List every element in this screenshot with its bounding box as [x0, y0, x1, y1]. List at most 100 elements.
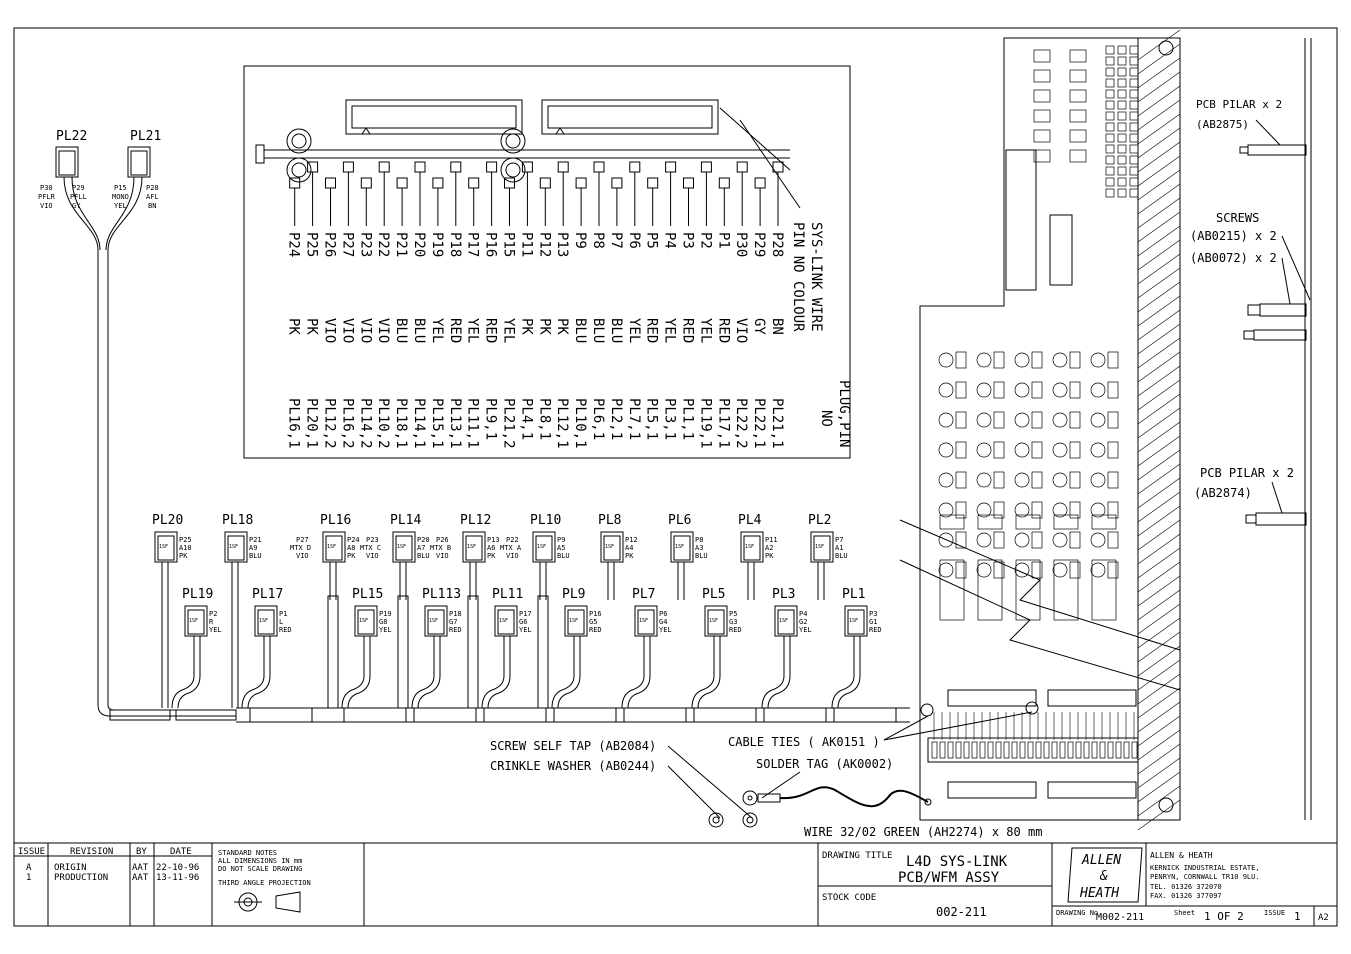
table-row-pin: P21	[393, 232, 409, 257]
table-row-col: PK	[518, 318, 534, 335]
plug-label: P3	[869, 610, 877, 618]
table-row-pin: P5	[644, 232, 660, 249]
table-row-pin: P16	[483, 232, 499, 257]
plug-code: 1SF	[429, 618, 438, 624]
plug-name: PL15	[352, 587, 383, 602]
plug-label: A7	[417, 544, 425, 552]
table-row-col: VIO	[339, 318, 355, 343]
plug-name: PL7	[632, 587, 655, 602]
plug-name: PL5	[702, 587, 725, 602]
screws-icon	[1243, 303, 1307, 341]
table-row-plug: PL18,1	[393, 398, 409, 449]
plug-label: A10	[179, 544, 192, 552]
drawing-no: M002-211	[1096, 912, 1144, 923]
plug-name: PL4	[738, 513, 762, 528]
plug-label: G6	[519, 618, 527, 626]
plug-name: PL113	[422, 587, 461, 602]
wire-table-panel: SYS-LINK WIRE PIN NO COLOUR PLUG,PIN NO …	[243, 65, 852, 459]
plug-code: 1SF	[189, 618, 198, 624]
table-row-pin: P27	[339, 232, 355, 257]
table-row-pin: P29	[751, 232, 767, 257]
table-row-pin: P17	[465, 232, 481, 257]
pcb-pilar-1-label: PCB PILAR x 2	[1196, 98, 1282, 111]
table-row-col: RED	[644, 318, 660, 343]
table-row-col: RED	[715, 318, 731, 343]
standard-note-2: DO NOT SCALE DRAWING	[218, 865, 302, 873]
issue-header: ISSUE	[18, 847, 45, 857]
table-row-pin: P20	[411, 232, 427, 257]
table-row-plug: PL5,1	[644, 398, 660, 440]
plug-label: P9	[557, 536, 565, 544]
table-row-plug: PL16,2	[339, 398, 355, 449]
plug-mtx-label: MTX B	[430, 544, 451, 552]
table-row-pin: P19	[429, 232, 445, 257]
plug-label: P16	[589, 610, 602, 618]
plug-label: A1	[835, 544, 843, 552]
plug-label: YEL	[209, 626, 222, 634]
solder-tag-icon	[742, 786, 932, 808]
plug-label: A5	[557, 544, 565, 552]
table-row-plug: PL22,1	[751, 398, 767, 449]
plug-label: P5	[729, 610, 737, 618]
plug-label: P4	[799, 610, 807, 618]
table-row-plug: PL12,2	[322, 398, 338, 449]
table-row-plug: PL16,1	[286, 398, 302, 449]
plug-code: 1SF	[675, 544, 684, 550]
plug-code: 1SF	[849, 618, 858, 624]
plug-code: 1SF	[259, 618, 268, 624]
table-row-col: BLU	[411, 318, 427, 343]
table-row-pin: P26	[322, 232, 338, 257]
table-row-col: YEL	[662, 318, 678, 343]
standard-note-1: ALL DIMENSIONS IN mm	[218, 857, 302, 865]
plug-mtx-label: P23	[366, 536, 379, 544]
plug-label: P17	[519, 610, 532, 618]
svg-text:HEATH: HEATH	[1079, 886, 1119, 901]
drawing-border	[13, 27, 1338, 927]
plug-label: PK	[179, 552, 188, 560]
svg-text:ALLEN: ALLEN	[1081, 853, 1121, 868]
pl21-a3: YEL	[114, 202, 127, 210]
table-row-pin: P2	[697, 232, 713, 249]
table-row-pin: P15	[501, 232, 517, 257]
table-row-col: VIO	[322, 318, 338, 343]
plug-label: P21	[249, 536, 262, 544]
table-row-col: PK	[554, 318, 570, 335]
sheet-value: 1 OF 2	[1204, 910, 1244, 923]
table-row-plug: PL2,1	[608, 398, 624, 440]
plug-label: RED	[279, 626, 292, 634]
table-row-plug: PL11,1	[465, 398, 481, 449]
company-fax: FAX. 01326 377097	[1150, 892, 1222, 900]
plug-label: G3	[729, 618, 737, 626]
plug-code: 1SF	[499, 618, 508, 624]
sheet-label: Sheet	[1174, 909, 1195, 917]
plug-label: A4	[625, 544, 633, 552]
plug-mtx-label: P22	[506, 536, 519, 544]
svg-text:&: &	[1099, 869, 1108, 884]
pl21-b3: BN	[148, 202, 156, 210]
table-row-col: PK	[536, 318, 552, 335]
table-row-col: VIO	[733, 318, 749, 343]
drawing-title-2: PCB/WFM ASSY	[898, 870, 1000, 886]
plug-label: PK	[487, 552, 496, 560]
rev-0-issue: A	[26, 863, 32, 873]
plug-label: YEL	[519, 626, 532, 634]
pcb-pilar-1-icon	[1239, 144, 1307, 156]
plug-code: 1SF	[537, 544, 546, 550]
table-row-col: GY	[751, 318, 767, 335]
plug-name: PL1	[842, 587, 865, 602]
solder-tag-label: SOLDER TAG (AK0002)	[756, 757, 893, 771]
table-row-col: VIO	[375, 318, 391, 343]
plug-name: PL9	[562, 587, 585, 602]
plug-label: P1	[279, 610, 287, 618]
